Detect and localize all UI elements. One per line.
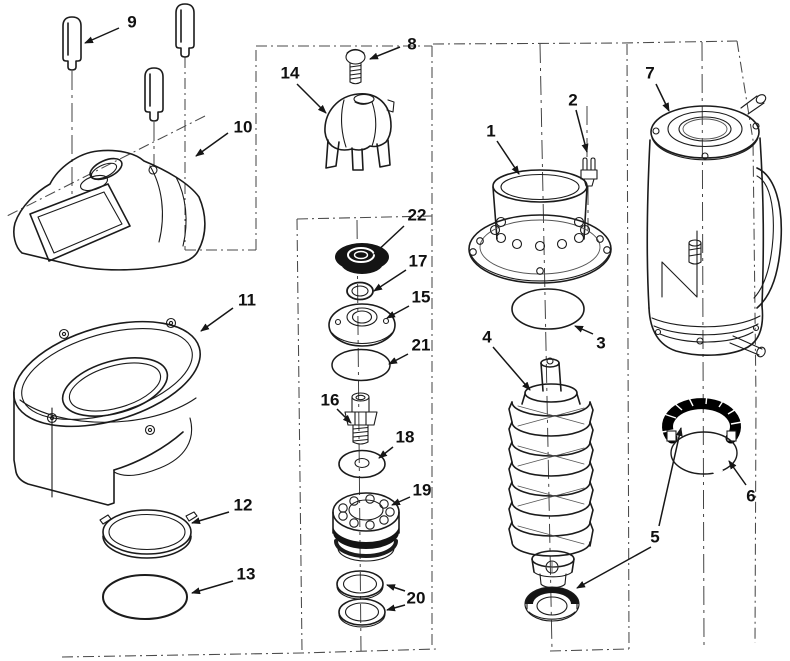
part-21-o-ring — [331, 348, 391, 382]
part-3-o-ring-gasket — [511, 288, 585, 330]
callout-21-label: 21 — [411, 335, 431, 355]
part-11-hopper-housing — [13, 317, 201, 506]
part-7-motor — [646, 94, 783, 358]
part-14-deflector-cone — [324, 93, 395, 171]
callout-11-label: 11 — [238, 290, 256, 310]
callout-16-label: 16 — [320, 390, 340, 410]
callout-2-label: 2 — [568, 90, 578, 110]
part-19-bearing — [332, 492, 400, 562]
part-17-spacer-ring — [346, 281, 374, 301]
callout-17-label: 17 — [408, 251, 428, 271]
callout-19-label: 19 — [412, 480, 432, 500]
callout-10-label: 10 — [233, 117, 253, 137]
leader-lines — [84, 27, 747, 612]
part-18-washer — [338, 449, 386, 479]
callout-1-label: 1 — [486, 121, 496, 141]
part-5-lower-shaft-seal — [524, 586, 580, 622]
callout-8-label: 8 — [407, 34, 417, 54]
part-15-slinger — [328, 303, 396, 347]
part-2-terminal-screw — [580, 157, 598, 187]
part-12-clamp-ring — [99, 509, 198, 559]
part-8-screw — [345, 48, 366, 85]
part-5-upper-c-seal — [661, 393, 743, 444]
callout-4-label: 4 — [482, 327, 492, 347]
part-6-retaining-ring — [670, 431, 738, 476]
callout-3-label: 3 — [596, 333, 606, 353]
callout-7-label: 7 — [645, 63, 655, 83]
callout-18-label: 18 — [395, 427, 415, 447]
part-10-top-cover — [13, 149, 206, 271]
part-4-auger — [508, 357, 594, 589]
part-20-seal-rings — [336, 570, 386, 628]
assembly-axis-lines — [71, 41, 705, 652]
callout-13-label: 13 — [236, 564, 256, 584]
part-16-stud — [344, 392, 378, 445]
callout-22-label: 22 — [407, 205, 427, 225]
part-1-bearing-housing — [468, 169, 612, 284]
section-boundary-lines — [6, 40, 757, 658]
callout-12-label: 12 — [233, 495, 253, 515]
callout-5-label: 5 — [650, 527, 660, 547]
callout-6-label: 6 — [746, 486, 756, 506]
callout-14-label: 14 — [280, 63, 300, 83]
callout-9-label: 9 — [127, 12, 137, 32]
callout-15-label: 15 — [411, 287, 431, 307]
part-13-o-ring — [102, 574, 188, 620]
callout-20-label: 20 — [406, 588, 426, 608]
